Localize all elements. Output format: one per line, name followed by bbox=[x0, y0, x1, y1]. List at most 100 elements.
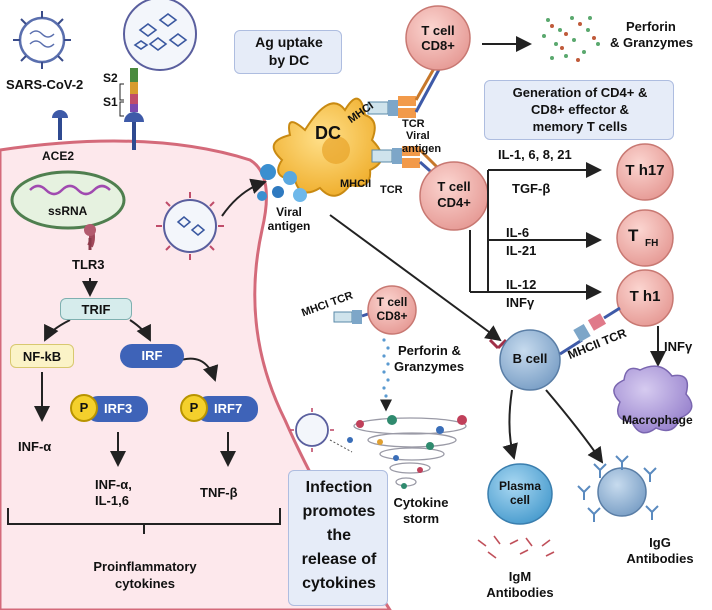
viral-antigen2-line1: Viral bbox=[276, 205, 302, 219]
tnf-beta-output: TNF-β bbox=[200, 485, 238, 500]
ace2-label: ACE2 bbox=[42, 149, 75, 163]
tcell-cd8-mid-line2: CD8+ bbox=[376, 309, 408, 323]
tlr3-receptor-icon bbox=[84, 224, 96, 250]
th1-label: T h1 bbox=[629, 288, 661, 305]
plasma-cell-line2: cell bbox=[509, 493, 530, 507]
dc-label: DC bbox=[315, 123, 341, 143]
infection-line1: Infection bbox=[305, 479, 373, 496]
th17-cell bbox=[616, 143, 674, 201]
granzyme-stream-dots bbox=[382, 338, 390, 398]
irf3-output-line2: IL-1,6 bbox=[95, 493, 129, 508]
viral-antigen-line2: antigen bbox=[402, 143, 442, 155]
virion-membrane-icon bbox=[156, 192, 224, 260]
plasma-cell bbox=[487, 463, 553, 525]
ag-uptake-line2: by DC bbox=[268, 52, 310, 68]
virion-large-icon bbox=[123, 0, 197, 71]
ssrna-label: ssRNA bbox=[48, 204, 88, 218]
generation-line1: Generation of CD4+ & bbox=[512, 85, 648, 100]
perforin-top-line1: Perforin bbox=[626, 19, 676, 34]
tfh-label-t: T bbox=[628, 226, 639, 245]
perforin-mid-line2: Granzymes bbox=[394, 359, 465, 374]
viral-antigen2-line2: antigen bbox=[267, 219, 311, 233]
cytokine-particles bbox=[347, 415, 467, 489]
cytokine-storm-line1: Cytokine bbox=[393, 495, 449, 510]
nfkb-label: NF-kB bbox=[22, 349, 62, 364]
th17-label: T h17 bbox=[625, 162, 665, 179]
igg-line2: Antibodies bbox=[626, 551, 694, 566]
tcell-cd8-mid bbox=[367, 285, 417, 335]
virion-storm-icon bbox=[290, 408, 334, 452]
irf-box: IRF bbox=[120, 344, 184, 368]
generation-line2: CD8+ effector & bbox=[531, 102, 629, 117]
macrophage-icon bbox=[613, 365, 693, 434]
proinflammatory-label-line1: Proinflammatory bbox=[93, 559, 197, 574]
tcell-cd8-top-line1: T cell bbox=[421, 23, 455, 38]
cd4-differentiation-arrows bbox=[469, 162, 602, 300]
tcell-cd8-top-line2: CD8+ bbox=[421, 38, 455, 53]
inf-alpha-output: INF-α bbox=[18, 439, 52, 454]
th1-cell bbox=[616, 269, 674, 327]
perforin-granzyme-dots-top bbox=[542, 16, 600, 60]
spike-protein-icon bbox=[119, 68, 144, 150]
igg-bcell bbox=[597, 467, 647, 517]
tcell-cd4-line2: CD4+ bbox=[437, 195, 471, 210]
infection-line4: release of bbox=[301, 551, 377, 568]
irf3-label: IRF3 bbox=[104, 401, 133, 416]
bcell bbox=[499, 329, 561, 391]
perforin-mid-line1: Perforin & bbox=[398, 343, 461, 358]
cytokines-tfh-bottom: IL-21 bbox=[506, 243, 537, 258]
viral-antigen-line1: Viral bbox=[406, 130, 430, 142]
mhcii-tcr-bcell-th1 bbox=[559, 306, 621, 356]
phospho-label-1: P bbox=[79, 400, 89, 415]
cytokines-th1-bottom: INFγ bbox=[506, 295, 535, 310]
ag-uptake-box: Ag uptake by DC bbox=[234, 30, 342, 74]
infg-label: INFγ bbox=[664, 339, 693, 354]
sars-cov-2-virus-icon bbox=[13, 11, 71, 69]
trif-box: TRIF bbox=[60, 298, 132, 320]
dc-to-bcell-arrow bbox=[329, 214, 502, 342]
viral-antigen-particles bbox=[257, 164, 307, 202]
trif-label: TRIF bbox=[81, 302, 111, 317]
tcr-label-top: TCR bbox=[402, 118, 425, 130]
tfh-label-sub: FH bbox=[645, 238, 659, 249]
phospho-label-2: P bbox=[189, 400, 199, 415]
plasma-cell-line1: Plasma bbox=[498, 479, 542, 493]
perforin-top-line2: & Granzymes bbox=[610, 35, 694, 50]
cytokine-storm-line2: storm bbox=[402, 511, 440, 526]
tcell-cd8-mid-line1: T cell bbox=[376, 295, 408, 309]
irf-label: IRF bbox=[141, 348, 163, 363]
tcell-cd4-line1: T cell bbox=[437, 179, 471, 194]
cytokines-th17-bottom: TGF-β bbox=[512, 181, 551, 196]
cytokines-th17-top: IL-1, 6, 8, 21 bbox=[498, 147, 572, 162]
bcell-label: B cell bbox=[512, 351, 548, 366]
s2-label: S2 bbox=[103, 71, 118, 85]
igg-antibodies-icon bbox=[577, 455, 659, 522]
s1-label: S1 bbox=[103, 95, 118, 109]
mhcii-label: MHCII bbox=[340, 178, 372, 190]
irf7-label: IRF7 bbox=[214, 401, 243, 416]
virus-name-label: SARS-CoV-2 bbox=[6, 77, 84, 92]
generation-box: Generation of CD4+ & CD8+ effector & mem… bbox=[484, 80, 674, 140]
macrophage-label: Macrophage bbox=[622, 413, 693, 427]
igg-line1: IgG bbox=[649, 535, 671, 550]
summary-bracket bbox=[7, 508, 281, 534]
tcr-label-mid: TCR bbox=[380, 184, 403, 196]
ace2-receptor-icon bbox=[52, 110, 68, 140]
infection-box: Infection promotes the release of cytoki… bbox=[288, 470, 388, 606]
ssrna-strand-icon bbox=[29, 184, 111, 196]
igm-line1: IgM bbox=[508, 569, 532, 584]
proinflammatory-label-line2: cytokines bbox=[115, 576, 175, 591]
ag-uptake-line1: Ag uptake bbox=[255, 34, 323, 50]
cytokines-th1-top: IL-12 bbox=[506, 277, 537, 292]
perforin-granzyme-dots-top-red bbox=[550, 22, 596, 62]
igm-line2: Antibodies bbox=[486, 585, 554, 600]
nucleus-icon bbox=[10, 170, 126, 230]
phospho-badge-1: P bbox=[70, 394, 98, 422]
nfkb-box: NF-kB bbox=[10, 344, 74, 368]
tlr3-label: TLR3 bbox=[72, 257, 105, 272]
virus-to-dc-arrow bbox=[221, 178, 267, 217]
tcell-cd8-top bbox=[405, 5, 471, 71]
infection-line5: cytokines bbox=[302, 575, 376, 592]
bcr-icon bbox=[488, 338, 508, 350]
